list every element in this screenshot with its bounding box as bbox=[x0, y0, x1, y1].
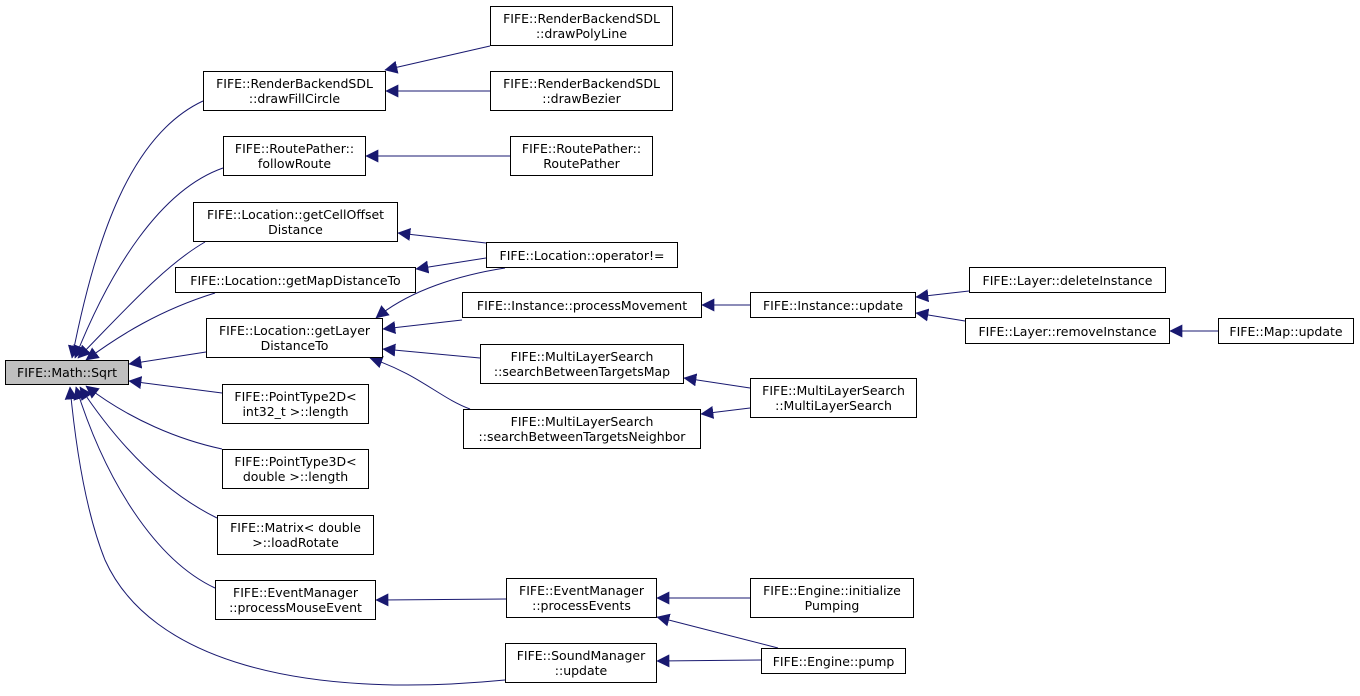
edge-operatorne-to-layerdistance bbox=[375, 267, 506, 319]
node-matrix-load-rotate-label-2: >::loadRotate bbox=[252, 535, 339, 550]
node-draw-poly-line[interactable]: FIFE::RenderBackendSDL ::drawPolyLine bbox=[490, 6, 673, 46]
edge-pump-to-processevents bbox=[656, 613, 779, 649]
node-point2d-length-label-1: FIFE::PointType2D< bbox=[234, 389, 357, 404]
edge-deleteinstance-to-instanceupdate bbox=[915, 289, 970, 303]
node-process-mouse-event-label-1: FIFE::EventManager bbox=[233, 585, 358, 600]
edge-processevents-to-mouseevent bbox=[375, 593, 507, 607]
node-process-movement-label-1: FIFE::Instance::processMovement bbox=[476, 297, 688, 313]
node-search-between-targets-neighbor[interactable]: FIFE::MultiLayerSearch ::searchBetweenTa… bbox=[463, 409, 701, 449]
node-route-pather-ctor-label-1: FIFE::RoutePather:: bbox=[521, 141, 642, 156]
edge-mlsctor-to-searchmap bbox=[683, 373, 751, 389]
node-map-update[interactable]: FIFE::Map::update bbox=[1218, 318, 1354, 344]
node-layer-remove-instance-label-1: FIFE::Layer::removeInstance bbox=[978, 323, 1157, 339]
node-get-map-distance-to-label-1: FIFE::Location::getMapDistanceTo bbox=[190, 272, 401, 288]
node-point3d-length[interactable]: FIFE::PointType3D< double >::length bbox=[222, 449, 369, 489]
node-follow-route-label-1: FIFE::RoutePather:: bbox=[234, 141, 355, 156]
node-draw-poly-line-label-1: FIFE::RenderBackendSDL bbox=[503, 11, 660, 26]
node-engine-initialize-pumping-label-2: Pumping bbox=[804, 598, 860, 613]
node-math-sqrt-label-1: FIFE::Math::Sqrt bbox=[17, 365, 117, 380]
node-draw-poly-line-label-2: ::drawPolyLine bbox=[535, 26, 628, 41]
node-route-pather-ctor[interactable]: FIFE::RoutePather:: RoutePather bbox=[510, 136, 653, 176]
node-process-mouse-event[interactable]: FIFE::EventManager ::processMouseEvent bbox=[215, 580, 376, 620]
edge-point2d-to-sqrt bbox=[128, 376, 223, 394]
edge-operatorne-to-mapdistance bbox=[415, 257, 487, 274]
edge-point3d-to-sqrt bbox=[85, 385, 223, 450]
node-sound-manager-update-label-2: ::update bbox=[554, 663, 608, 678]
node-search-between-targets-map[interactable]: FIFE::MultiLayerSearch ::searchBetweenTa… bbox=[480, 344, 684, 384]
node-search-between-targets-neighbor-label-1: FIFE::MultiLayerSearch bbox=[510, 414, 654, 429]
node-sound-manager-update[interactable]: FIFE::SoundManager ::update bbox=[505, 643, 657, 683]
edge-searchmap-to-layerdistance bbox=[382, 343, 481, 359]
edge-layerdistance-to-sqrt bbox=[128, 351, 207, 369]
node-get-cell-offset-distance[interactable]: FIFE::Location::getCellOffset Distance bbox=[193, 202, 398, 242]
node-draw-fill-circle-label-2: ::drawFillCircle bbox=[248, 91, 341, 106]
node-point3d-length-label-1: FIFE::PointType3D< bbox=[234, 454, 357, 469]
edge-removeinstance-to-instanceupdate bbox=[915, 308, 966, 322]
node-follow-route-label-2: followRoute bbox=[257, 156, 332, 171]
edge-sound-to-sqrt bbox=[64, 386, 506, 686]
node-search-between-targets-neighbor-label-2: ::searchBetweenTargetsNeighbor bbox=[478, 429, 686, 444]
edge-mapdistance-to-sqrt bbox=[85, 292, 216, 361]
node-point3d-length-label-2: double >::length bbox=[242, 469, 349, 484]
node-get-cell-offset-distance-label-1: FIFE::Location::getCellOffset bbox=[206, 207, 385, 222]
node-draw-bezier[interactable]: FIFE::RenderBackendSDL ::drawBezier bbox=[490, 71, 673, 111]
edge-searchneighbor-to-layerdistance bbox=[369, 355, 471, 410]
node-process-events-label-1: FIFE::EventManager bbox=[519, 583, 644, 598]
node-matrix-load-rotate[interactable]: FIFE::Matrix< double >::loadRotate bbox=[217, 515, 374, 555]
node-draw-fill-circle-label-1: FIFE::RenderBackendSDL bbox=[216, 76, 373, 91]
node-process-events-label-2: ::processEvents bbox=[532, 598, 631, 613]
node-get-cell-offset-distance-label-2: Distance bbox=[268, 222, 323, 237]
node-process-events[interactable]: FIFE::EventManager ::processEvents bbox=[506, 578, 657, 618]
node-sound-manager-update-label-1: FIFE::SoundManager bbox=[516, 648, 646, 663]
edge-loadrotate-to-sqrt bbox=[79, 386, 218, 519]
node-follow-route[interactable]: FIFE::RoutePather:: followRoute bbox=[223, 136, 366, 176]
node-search-between-targets-map-label-1: FIFE::MultiLayerSearch bbox=[510, 349, 654, 364]
node-multi-layer-search-ctor[interactable]: FIFE::MultiLayerSearch ::MultiLayerSearc… bbox=[750, 378, 917, 418]
node-layer-remove-instance[interactable]: FIFE::Layer::removeInstance bbox=[965, 318, 1170, 344]
node-engine-pump-label-1: FIFE::Engine::pump bbox=[772, 653, 895, 669]
edge-fillcircle-to-sqrt bbox=[67, 100, 204, 359]
node-map-update-label-1: FIFE::Map::update bbox=[1229, 323, 1343, 339]
edge-mlsctor-to-searchneighbor bbox=[700, 406, 751, 419]
edge-polyline-to-fillcircle bbox=[384, 45, 491, 74]
edge-celloffset-to-sqrt bbox=[77, 241, 206, 359]
node-multi-layer-search-ctor-label-1: FIFE::MultiLayerSearch bbox=[762, 383, 905, 398]
edge-pump-to-sound bbox=[656, 654, 762, 668]
node-get-layer-distance-to-label-2: DistanceTo bbox=[260, 338, 329, 353]
edge-movement-to-layerdistance bbox=[382, 319, 463, 335]
node-process-mouse-event-label-2: ::processMouseEvent bbox=[229, 600, 362, 615]
node-point2d-length-label-2: int32_t >::length bbox=[242, 404, 349, 419]
node-draw-fill-circle[interactable]: FIFE::RenderBackendSDL ::drawFillCircle bbox=[203, 71, 386, 111]
node-instance-update-label-1: FIFE::Instance::update bbox=[762, 297, 904, 313]
edge-followroute-to-sqrt bbox=[73, 167, 224, 359]
node-draw-bezier-label-2: ::drawBezier bbox=[542, 91, 621, 106]
node-layer-delete-instance[interactable]: FIFE::Layer::deleteInstance bbox=[969, 267, 1166, 293]
node-instance-update[interactable]: FIFE::Instance::update bbox=[750, 292, 916, 318]
node-location-operator-ne[interactable]: FIFE::Location::operator!= bbox=[486, 242, 678, 268]
edge-operatorne-to-celloffset bbox=[397, 227, 487, 244]
node-multi-layer-search-ctor-label-2: ::MultiLayerSearch bbox=[775, 398, 892, 413]
node-engine-initialize-pumping-label-1: FIFE::Engine::initialize bbox=[763, 583, 901, 598]
node-engine-pump[interactable]: FIFE::Engine::pump bbox=[761, 648, 906, 674]
node-layer-delete-instance-label-1: FIFE::Layer::deleteInstance bbox=[982, 272, 1153, 288]
node-search-between-targets-map-label-2: ::searchBetweenTargetsMap bbox=[493, 364, 671, 379]
node-get-layer-distance-to[interactable]: FIFE::Location::getLayer DistanceTo bbox=[206, 318, 383, 358]
node-matrix-load-rotate-label-1: FIFE::Matrix< double bbox=[230, 520, 361, 535]
node-math-sqrt[interactable]: FIFE::Math::Sqrt bbox=[5, 360, 129, 385]
node-engine-initialize-pumping[interactable]: FIFE::Engine::initialize Pumping bbox=[750, 578, 914, 618]
node-location-operator-ne-label-1: FIFE::Location::operator!= bbox=[499, 247, 665, 263]
node-route-pather-ctor-label-2: RoutePather bbox=[543, 156, 620, 171]
node-point2d-length[interactable]: FIFE::PointType2D< int32_t >::length bbox=[222, 384, 369, 424]
node-process-movement[interactable]: FIFE::Instance::processMovement bbox=[462, 292, 702, 318]
node-get-map-distance-to[interactable]: FIFE::Location::getMapDistanceTo bbox=[175, 267, 416, 293]
edge-mouseevent-to-sqrt bbox=[73, 386, 216, 589]
node-draw-bezier-label-1: FIFE::RenderBackendSDL bbox=[503, 76, 660, 91]
node-get-layer-distance-to-label-1: FIFE::Location::getLayer bbox=[218, 323, 371, 338]
